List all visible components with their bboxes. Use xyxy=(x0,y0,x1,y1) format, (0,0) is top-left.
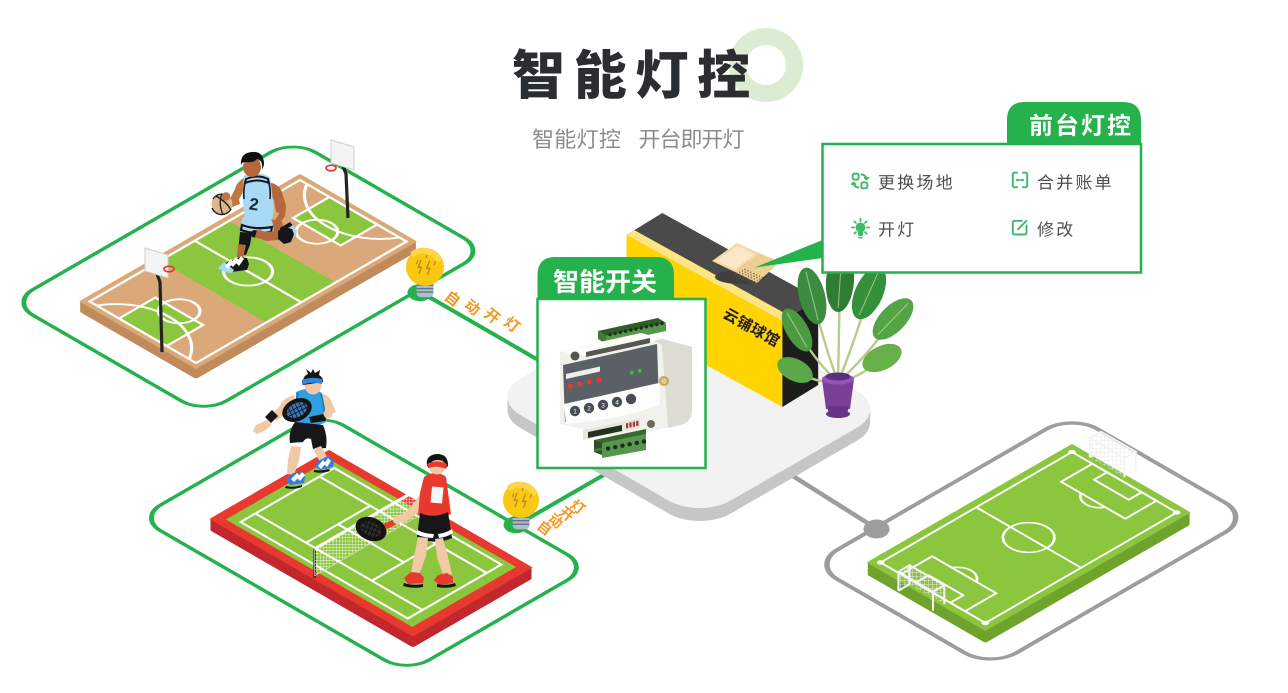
svg-text:4: 4 xyxy=(615,399,619,406)
svg-text:2: 2 xyxy=(587,405,591,412)
svg-text:2: 2 xyxy=(248,194,260,214)
svg-text:3: 3 xyxy=(601,402,605,409)
svg-text:1: 1 xyxy=(573,408,577,415)
